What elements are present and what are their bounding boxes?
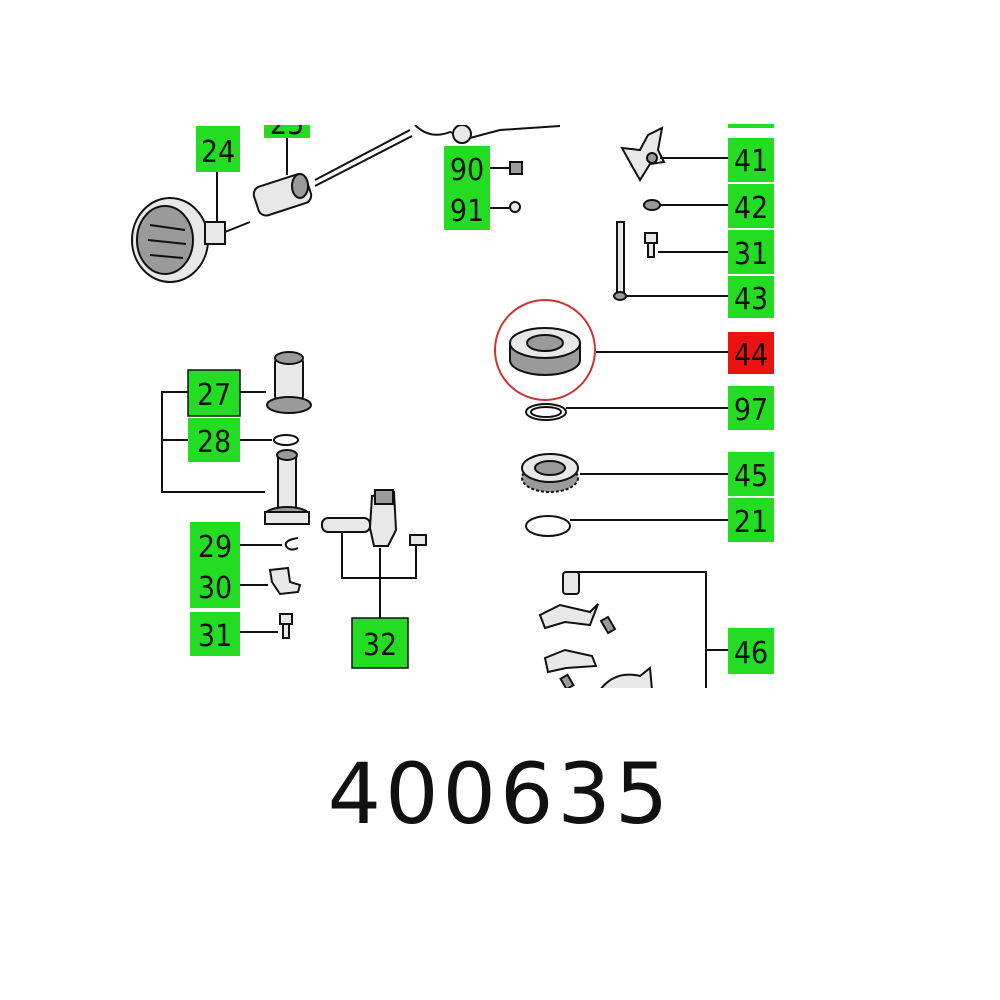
part-31-screw-upper: [644, 232, 658, 258]
label-97: 97: [728, 386, 774, 430]
label-44-highlighted: 44: [728, 332, 774, 374]
part-41-lever: [620, 126, 666, 182]
part-24-knob: [131, 197, 251, 283]
part-27-shaft-top: [266, 351, 312, 414]
label-31-upper: 31: [728, 230, 774, 274]
svg-text:97: 97: [734, 393, 768, 428]
housing-fragment: [414, 124, 561, 144]
part-29-retaining-ring: [284, 537, 299, 551]
svg-text:90: 90: [450, 153, 484, 188]
label-28: 28: [188, 418, 240, 462]
part-28-oring: [273, 434, 299, 446]
part-number-caption: 400635: [327, 745, 673, 843]
cropped-label-strip: [728, 124, 774, 128]
top-crop-mask: [0, 0, 1000, 125]
svg-text:28: 28: [197, 425, 231, 460]
svg-text:43: 43: [734, 282, 768, 317]
part-25-sleeve: [252, 173, 313, 217]
part-30-bracket: [268, 566, 302, 596]
svg-text:31: 31: [198, 619, 232, 654]
part-46-assembly: [538, 571, 654, 691]
label-24: 24: [196, 126, 240, 172]
svg-text:91: 91: [450, 194, 484, 229]
rod: [314, 129, 413, 187]
part-97-washer: [525, 403, 567, 421]
part-43-pin: [613, 221, 627, 301]
highlight-circle: [494, 299, 596, 401]
label-30: 30: [190, 564, 240, 608]
svg-text:31: 31: [734, 237, 768, 272]
label-21: 21: [728, 498, 774, 542]
svg-text:42: 42: [734, 191, 768, 226]
svg-text:32: 32: [363, 628, 397, 663]
part-31-screw-lower: [279, 613, 293, 639]
svg-text:21: 21: [734, 505, 768, 540]
label-29: 29: [190, 522, 240, 568]
part-91-ball: [509, 201, 521, 213]
label-90: 90: [444, 146, 490, 190]
bottom-crop-mask: [0, 688, 1000, 728]
svg-text:27: 27: [197, 378, 231, 413]
svg-text:46: 46: [734, 636, 768, 671]
part-21-circlip: [525, 515, 571, 537]
part-shaft-lower: [264, 449, 310, 525]
svg-text:24: 24: [201, 135, 235, 170]
svg-text:30: 30: [198, 571, 232, 606]
svg-text:41: 41: [734, 144, 768, 179]
label-43: 43: [728, 276, 774, 318]
part-32-switch-assembly: [321, 489, 427, 547]
label-45: 45: [728, 452, 774, 496]
label-32: 32: [351, 617, 409, 669]
part-90-setscrew: [509, 161, 523, 175]
part-45-gear: [521, 453, 579, 493]
leader-lines: [161, 138, 728, 688]
label-91: 91: [444, 190, 490, 230]
svg-text:45: 45: [734, 459, 768, 494]
svg-text:29: 29: [198, 530, 232, 565]
part-42-clip: [643, 199, 661, 211]
label-31-lower: 31: [190, 612, 240, 656]
label-41: 41: [728, 138, 774, 182]
svg-text:44: 44: [734, 338, 768, 373]
part-44-bearing: [509, 327, 581, 376]
label-42: 42: [728, 184, 774, 228]
label-46: 46: [728, 628, 774, 674]
label-27: 27: [187, 369, 241, 417]
